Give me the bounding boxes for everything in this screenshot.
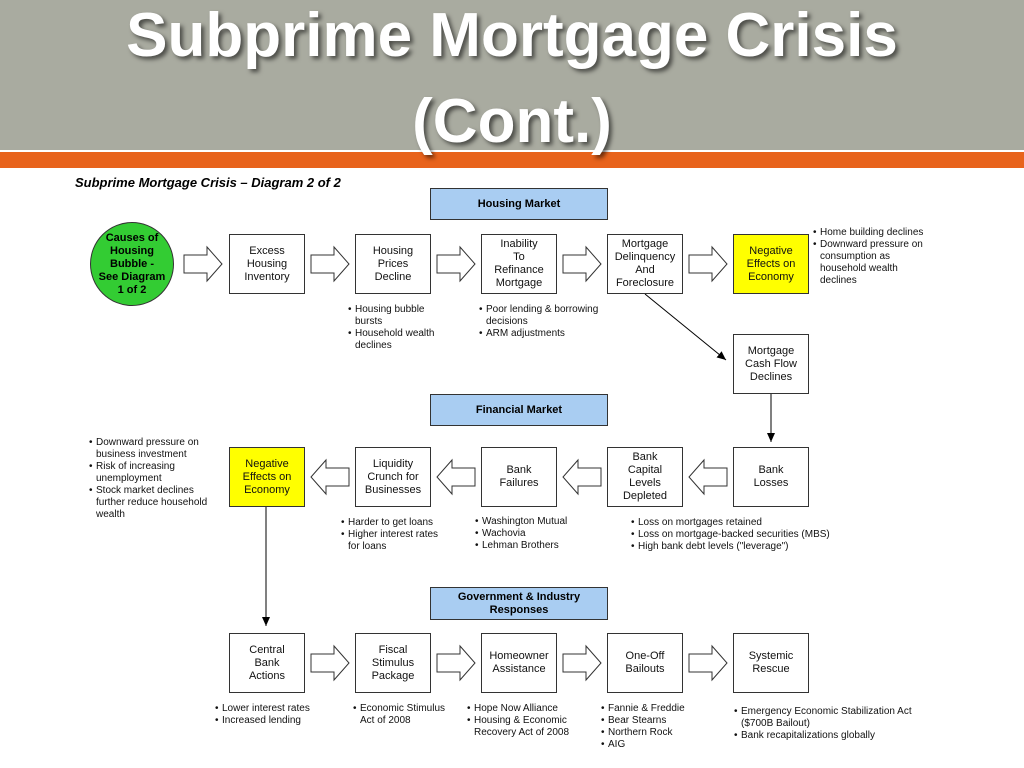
box-bank-capital-depleted: Bank Capital Levels Depleted (607, 447, 683, 507)
note-item: High bank debt levels ("leverage") (631, 541, 866, 553)
box-fiscal-stimulus: Fiscal Stimulus Package (355, 633, 431, 693)
header-housing-market: Housing Market (430, 188, 608, 220)
box-excess-housing-inventory: Excess Housing Inventory (229, 234, 305, 294)
block-arrow-left (436, 458, 476, 496)
header-financial-market: Financial Market (430, 394, 608, 426)
notes-inability: Poor lending & borrowing decisions ARM a… (479, 304, 604, 340)
note-item: Economic Stimulus Act of 2008 (353, 703, 448, 727)
block-arrow-right (183, 245, 223, 283)
box-one-off-bailouts: One-Off Bailouts (607, 633, 683, 693)
block-arrow-left (688, 458, 728, 496)
notes-systemic-rescue: Emergency Economic Stabilization Act ($7… (734, 706, 914, 742)
block-arrow-left (310, 458, 350, 496)
line-arrow (644, 293, 727, 361)
notes-bailouts: Fannie & Freddie Bear Stearns Northern R… (601, 703, 706, 751)
block-arrow-right (562, 245, 602, 283)
diagram-subtitle: Subprime Mortgage Crisis – Diagram 2 of … (75, 175, 341, 190)
box-inability-to-refinance: Inability To Refinance Mortgage (481, 234, 557, 294)
note-item: Lehman Brothers (475, 540, 590, 552)
notes-central-bank: Lower interest rates Increased lending (215, 703, 335, 727)
box-bank-failures: Bank Failures (481, 447, 557, 507)
box-systemic-rescue: Systemic Rescue (733, 633, 809, 693)
note-item: Stock market declines further reduce hou… (89, 485, 224, 521)
causes-circle: Causes of Housing Bubble - See Diagram 1… (90, 222, 174, 306)
title-line-2: (Cont.) (412, 87, 612, 156)
note-item: Home building declines (813, 227, 933, 239)
note-item: Harder to get loans (341, 517, 451, 529)
note-item: Emergency Economic Stabilization Act ($7… (734, 706, 914, 730)
slide-title: Subprime Mortgage Crisis (Cont.) (0, 0, 1024, 167)
block-arrow-right (436, 245, 476, 283)
note-item: Hope Now Alliance (467, 703, 592, 715)
block-arrow-right (310, 245, 350, 283)
note-item: Risk of increasing unemployment (89, 461, 224, 485)
note-item: Higher interest rates for loans (341, 529, 451, 553)
note-item: Lower interest rates (215, 703, 335, 715)
box-central-bank-actions: Central Bank Actions (229, 633, 305, 693)
box-liquidity-crunch: Liquidity Crunch for Businesses (355, 447, 431, 507)
notes-liquidity: Harder to get loans Higher interest rate… (341, 517, 451, 553)
note-item: Poor lending & borrowing decisions (479, 304, 604, 328)
note-item: Washington Mutual (475, 516, 590, 528)
note-item: AIG (601, 739, 706, 751)
note-item: ARM adjustments (479, 328, 604, 340)
note-item: Household wealth declines (348, 328, 448, 352)
note-item: Loss on mortgages retained (631, 517, 866, 529)
accent-stripe (0, 152, 1024, 168)
notes-fiscal: Economic Stimulus Act of 2008 (353, 703, 448, 727)
block-arrow-right (688, 245, 728, 283)
box-negative-effects-economy-2: Negative Effects on Economy (229, 447, 305, 507)
title-band (0, 0, 1024, 150)
block-arrow-left (562, 458, 602, 496)
box-homeowner-assistance: Homeowner Assistance (481, 633, 557, 693)
note-item: Bank recapitalizations globally (734, 730, 914, 742)
box-negative-effects-economy-1: Negative Effects on Economy (733, 234, 809, 294)
notes-bank-capital: Loss on mortgages retained Loss on mortg… (631, 517, 866, 553)
block-arrow-right (310, 644, 350, 682)
box-mortgage-delinquency: Mortgage Delinquency And Foreclosure (607, 234, 683, 294)
notes-negative-effects-2: Downward pressure on business investment… (89, 437, 224, 521)
note-item: Housing & Economic Recovery Act of 2008 (467, 715, 592, 739)
note-item: Downward pressure on consumption as hous… (813, 239, 933, 287)
block-arrow-right (562, 644, 602, 682)
note-item: Increased lending (215, 715, 335, 727)
block-arrow-right (436, 644, 476, 682)
box-mortgage-cash-flow-declines: Mortgage Cash Flow Declines (733, 334, 809, 394)
note-item: Bear Stearns (601, 715, 706, 727)
header-government-industry: Government & Industry Responses (430, 587, 608, 620)
note-item: Wachovia (475, 528, 590, 540)
note-item: Fannie & Freddie (601, 703, 706, 715)
note-item: Loss on mortgage-backed securities (MBS) (631, 529, 866, 541)
box-housing-prices-decline: Housing Prices Decline (355, 234, 431, 294)
note-item: Housing bubble bursts (348, 304, 448, 328)
notes-negative-effects-1: Home building declines Downward pressure… (813, 227, 933, 287)
notes-homeowner: Hope Now Alliance Housing & Economic Rec… (467, 703, 592, 739)
notes-housing-prices: Housing bubble bursts Household wealth d… (348, 304, 448, 352)
notes-bank-failures: Washington Mutual Wachovia Lehman Brothe… (475, 516, 590, 552)
title-line-1: Subprime Mortgage Crisis (126, 1, 898, 70)
box-bank-losses: Bank Losses (733, 447, 809, 507)
block-arrow-right (688, 644, 728, 682)
note-item: Northern Rock (601, 727, 706, 739)
note-item: Downward pressure on business investment (89, 437, 224, 461)
